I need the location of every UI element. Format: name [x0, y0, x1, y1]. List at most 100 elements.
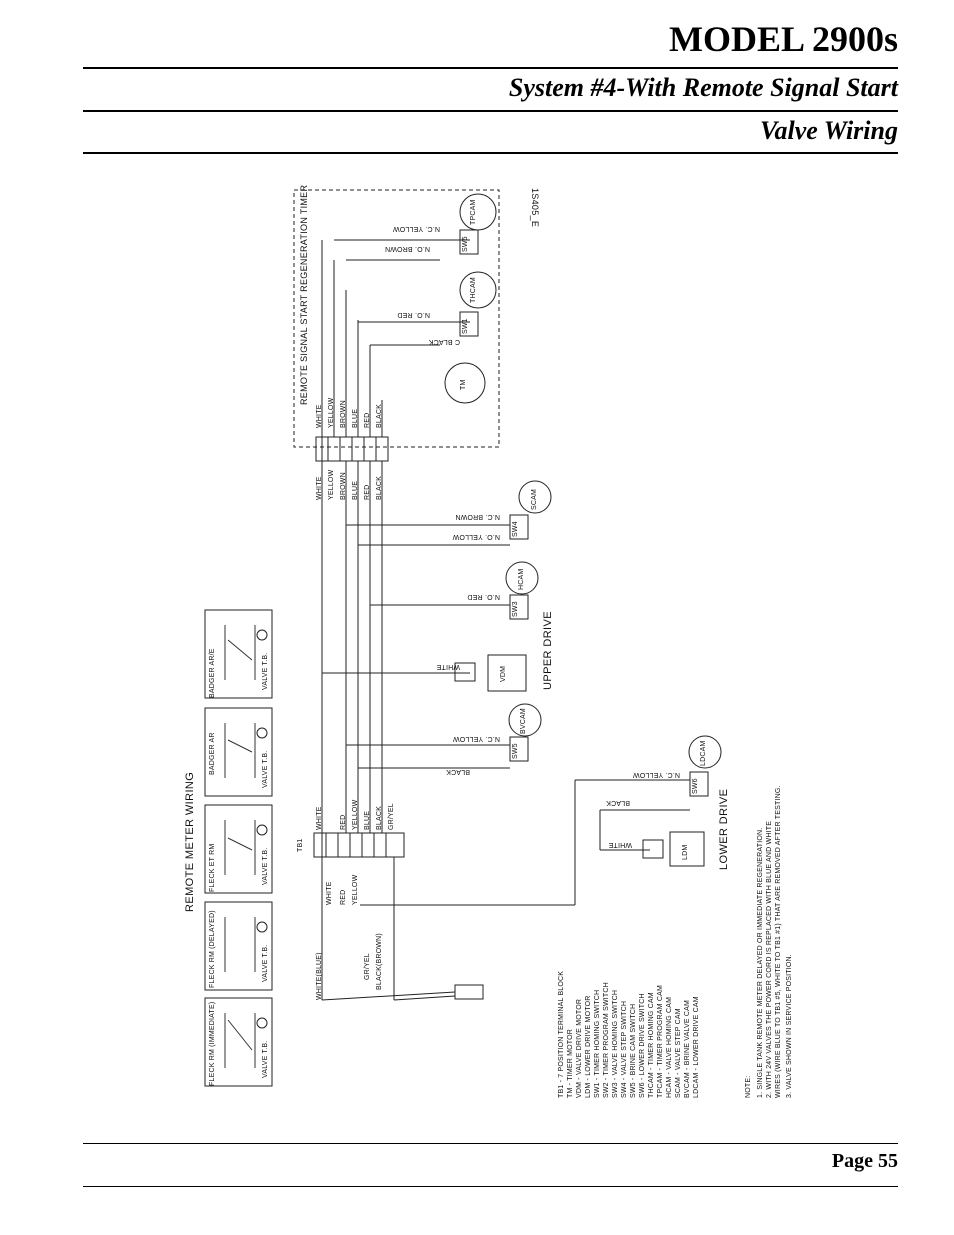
- legend-item: SW2 - TIMER PROGRAM SWITCH: [603, 982, 610, 1098]
- wire-label-nc-brown: N.C. BROWN: [455, 513, 500, 520]
- valve-tb-label: VALVE T.B.: [262, 750, 269, 788]
- sw5-lower-label: SW5: [512, 743, 519, 759]
- wire-label-blue: BLUE: [352, 480, 359, 500]
- legend-item: LDM - LOWER DRIVE MOTOR: [585, 995, 592, 1098]
- upper-drive-label: UPPER DRIVE: [542, 611, 554, 690]
- wire-label-no-brown: N.O. BROWN: [384, 245, 430, 252]
- valve-tb-label: VALVE T.B.: [262, 944, 269, 982]
- wire-label-yellow: YELLOW: [328, 469, 335, 500]
- meter-box-label: BADGER AR/E: [209, 648, 216, 698]
- ldm-symbol: [669, 831, 705, 867]
- remote-meter-title: REMOTE METER WIRING: [184, 771, 196, 912]
- section-subheading: Valve Wiring: [760, 116, 898, 145]
- ldcam-symbol: [688, 735, 722, 769]
- wire-label-white-blue: WHITE(BLUE): [316, 952, 323, 1000]
- wire-label-black: BLACK: [446, 768, 470, 775]
- thcam-symbol: [459, 271, 497, 309]
- wire-label-c-black: C BLACK: [428, 338, 460, 345]
- page-title: MODEL 2900s: [668, 19, 898, 59]
- note-line: NOTE:: [745, 1075, 752, 1098]
- wire-label-red: RED: [364, 484, 371, 500]
- wire-label-red: RED: [340, 814, 347, 830]
- wire-label-white: WHITE: [316, 404, 323, 428]
- page-number: Page 55: [831, 1150, 898, 1172]
- meter-box-fleck-delayed: [204, 901, 273, 991]
- footer-rule-bottom: [83, 1186, 898, 1187]
- wire-label-blue: BLUE: [364, 810, 371, 830]
- sw4-label: SW4: [512, 521, 519, 537]
- wire-label-red: RED: [364, 412, 371, 428]
- bvcam-symbol: [508, 703, 542, 737]
- legend-item: TPCAM - TIMER PROGRAM CAM: [657, 985, 664, 1098]
- section-subtitle: System #4-With Remote Signal Start: [508, 73, 898, 102]
- valve-tb-label: VALVE T.B.: [262, 1040, 269, 1078]
- wire-label-gr-yel: GR/YEL: [388, 803, 395, 830]
- tm-symbol: [444, 362, 486, 404]
- legend-item: TM - TIMER MOTOR: [567, 1028, 574, 1098]
- legend-item: SCAM - VALVE STEP CAM: [675, 1008, 682, 1098]
- vdm-symbol: [487, 654, 527, 692]
- wire-label-black: BLACK: [376, 806, 383, 830]
- wire-label-white: WHITE: [436, 663, 460, 670]
- meter-box-badger-are: [204, 609, 273, 699]
- wire-label-yellow: YELLOW: [352, 799, 359, 830]
- meter-box-badger-ar: [204, 707, 273, 797]
- legend-item: HCAM - VALVE HOMING CAM: [666, 996, 673, 1098]
- meter-box-label: FLECK RM (IMMEDIATE): [209, 1001, 216, 1086]
- header-rule-top: [83, 67, 898, 69]
- note-line: WIRES (WIRE BLUE TO TB1 #5, WHITE TO TB1…: [775, 785, 782, 1098]
- tpcam-symbol: [459, 193, 497, 231]
- bvcam-label: BVCAM: [520, 708, 527, 734]
- tb1-label: TB1: [297, 838, 304, 852]
- wire-label-nc-yellow: N.C. YELLOW: [632, 771, 680, 778]
- tm-label: TM: [460, 379, 467, 390]
- wire-label-nc-yellow: N.C. YELLOW: [452, 735, 500, 742]
- legend-item: TB1 - 7 POSITION TERMINAL BLOCK: [558, 970, 565, 1098]
- wire-label-blue: BLUE: [352, 408, 359, 428]
- legend-item: BVCAM - BRINE VALVE CAM: [684, 999, 691, 1098]
- scam-label: SCAM: [531, 488, 538, 510]
- thcam-label: THCAM: [470, 277, 477, 303]
- meter-box-fleck-et: [204, 804, 273, 894]
- scam-symbol: [518, 480, 552, 514]
- tpcam-label: TPCAM: [470, 199, 477, 226]
- lower-drive-label: LOWER DRIVE: [718, 788, 730, 870]
- legend-item: SW3 - VALVE HOMING SWITCH: [612, 989, 619, 1098]
- ldm-label: LDM: [682, 844, 689, 860]
- wire-label-no-red: N.O. RED: [397, 311, 430, 318]
- meter-box-label: BADGER AR: [209, 732, 216, 775]
- wire-label-no-red: N.O. RED: [467, 593, 500, 600]
- wire-label-white: WHITE: [608, 841, 632, 848]
- wire-label-gr-yel: GR/YEL: [364, 953, 371, 980]
- timer-box-label: REMOTE SIGNAL START REGENERATION TIMER: [299, 184, 309, 405]
- drawing-id: 1S405_E: [530, 188, 540, 228]
- legend-item: SW6 - LOWER DRIVE SWITCH: [639, 993, 646, 1098]
- sw3-label: SW3: [512, 601, 519, 617]
- meter-box-fleck-immediate: [204, 997, 273, 1087]
- hcam-label: HCAM: [518, 568, 525, 590]
- valve-tb-label: VALVE T.B.: [262, 847, 269, 885]
- wire-label-black: BLACK: [376, 404, 383, 428]
- legend-item: LDCAM - LOWER DRIVE CAM: [693, 996, 700, 1098]
- wire-label-red: RED: [340, 889, 347, 905]
- note-line: 2. WITH 24V VALVES THE POWER CORD IS REP…: [766, 820, 773, 1098]
- note-line: 3. VALVE SHOWN IN SERVICE POSITION.: [786, 954, 793, 1098]
- wire-label-yellow: YELLOW: [328, 397, 335, 428]
- header-rule-middle: [83, 110, 898, 112]
- legend-item: VDM - VALVE DRIVE MOTOR: [576, 998, 583, 1098]
- ldcam-label: LDCAM: [700, 740, 707, 766]
- wire-label-black: BLACK: [376, 476, 383, 500]
- wire-label-brown: BROWN: [340, 400, 347, 428]
- wire-label-brown: BROWN: [340, 472, 347, 500]
- footer-rule-top: [83, 1143, 898, 1144]
- wire-label-yellow: YELLOW: [352, 874, 359, 905]
- note-line: 1. SINGLE TANK REMOTE METER DELAYED OR I…: [757, 827, 764, 1098]
- wire-label-white: WHITE: [316, 476, 323, 500]
- wire-label-no-yellow: N.O. YELLOW: [452, 533, 500, 540]
- legend-item: SW4 - VALVE STEP SWITCH: [621, 1000, 628, 1098]
- vdm-label: VDM: [500, 665, 507, 682]
- wire-label-black: BLACK: [606, 799, 630, 806]
- header-rule-bottom: [83, 152, 898, 154]
- sw6-label: SW6: [692, 778, 699, 794]
